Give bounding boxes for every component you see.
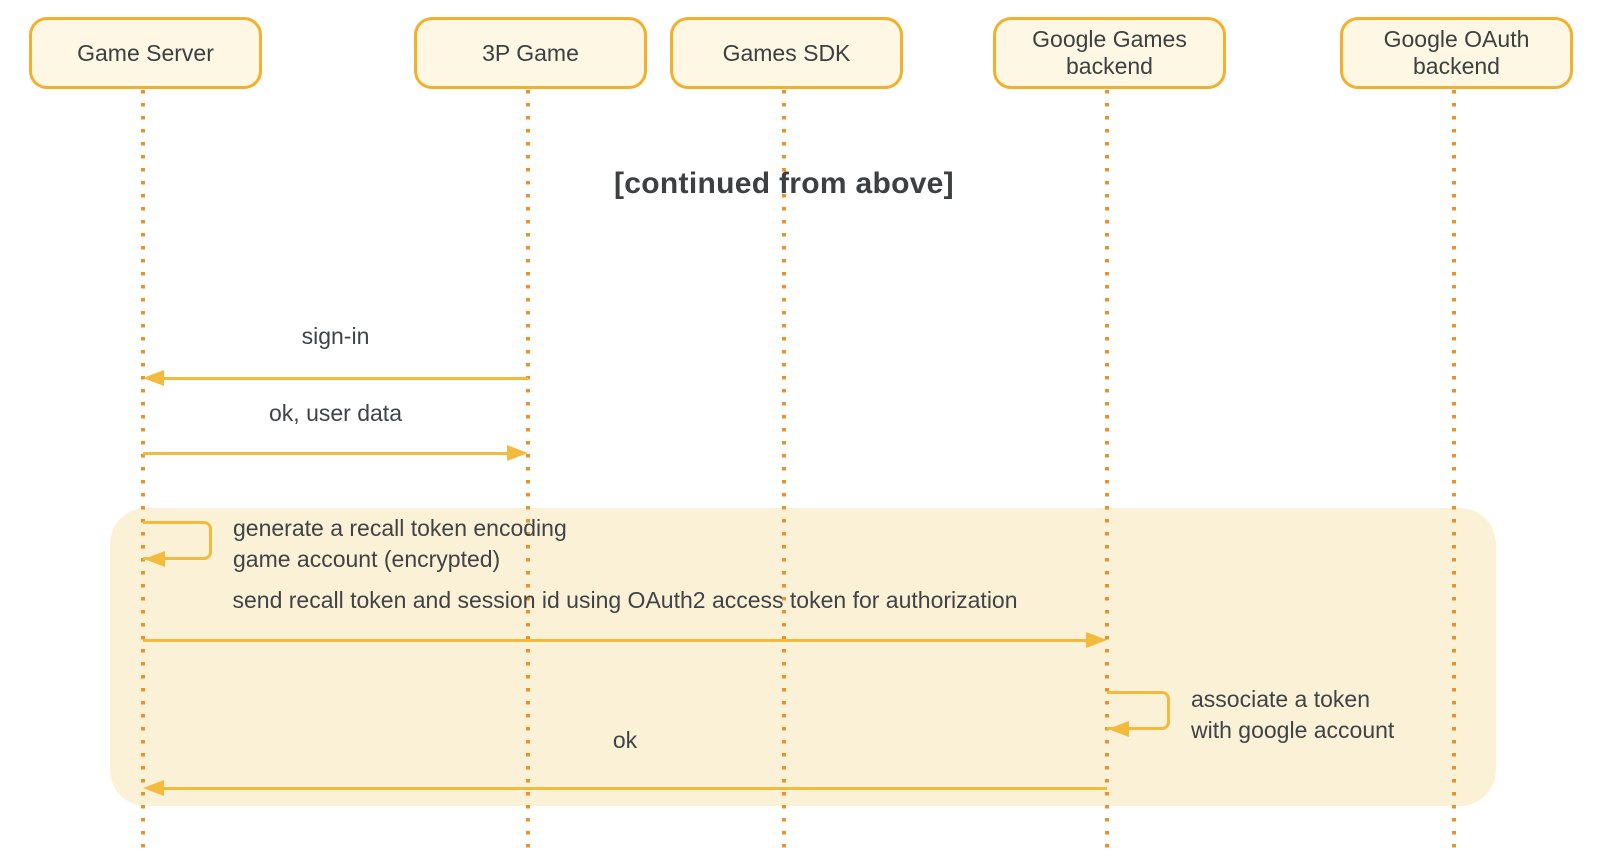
arrowhead-left-icon (143, 780, 164, 796)
arrowhead-left-icon (1108, 720, 1129, 737)
lifeline-game-server (141, 90, 145, 854)
label-line-1: associate a token (1191, 686, 1371, 712)
diagram-title: [continued from above] (614, 167, 954, 200)
label-line-2: with google account (1191, 717, 1395, 743)
self-loop-game-server (143, 521, 212, 560)
highlight-region (110, 508, 1496, 806)
self-loop-label-generate-token: generate a recall token encoding game ac… (233, 513, 567, 575)
actor-label: 3P Game (482, 39, 579, 66)
self-loop-label-associate-token: associate a token with google account (1191, 684, 1394, 746)
actor-label: Games SDK (722, 39, 851, 66)
lifeline-google-oauth-backend (1452, 90, 1456, 854)
lifeline-games-sdk (782, 90, 786, 854)
message-arrow-send-recall-token (143, 638, 1086, 642)
actor-3p-game: 3P Game (414, 17, 647, 89)
self-loop-google-games-backend (1107, 691, 1170, 730)
arrowhead-right-icon (507, 445, 528, 461)
actor-google-oauth-backend: Google OAuth backend (1340, 17, 1573, 89)
actor-label: Google Games backend (1032, 26, 1187, 79)
arrowhead-right-icon (1086, 632, 1107, 648)
label-line-2: game account (encrypted) (233, 546, 501, 572)
message-arrow-sign-in (160, 376, 528, 380)
message-label-ok-user-data: ok, user data (269, 400, 402, 426)
lifeline-3p-game (526, 90, 530, 854)
message-arrow-ok (160, 786, 1107, 790)
message-label-ok: ok (612, 727, 638, 753)
actor-label: Game Server (77, 39, 214, 66)
lifeline-google-games-backend (1105, 90, 1109, 854)
actor-game-server: Game Server (29, 17, 262, 89)
actor-label: Google OAuth backend (1383, 26, 1530, 79)
actor-games-sdk: Games SDK (670, 17, 903, 89)
message-label-sign-in: sign-in (301, 323, 370, 349)
label-line-1: generate a recall token encoding (233, 515, 567, 541)
actor-google-games-backend: Google Games backend (993, 17, 1226, 89)
message-label-send-recall-token: send recall token and session id using O… (232, 587, 1018, 613)
arrowhead-left-icon (144, 550, 165, 567)
arrowhead-left-icon (143, 370, 164, 386)
message-arrow-ok-user-data (143, 451, 511, 455)
